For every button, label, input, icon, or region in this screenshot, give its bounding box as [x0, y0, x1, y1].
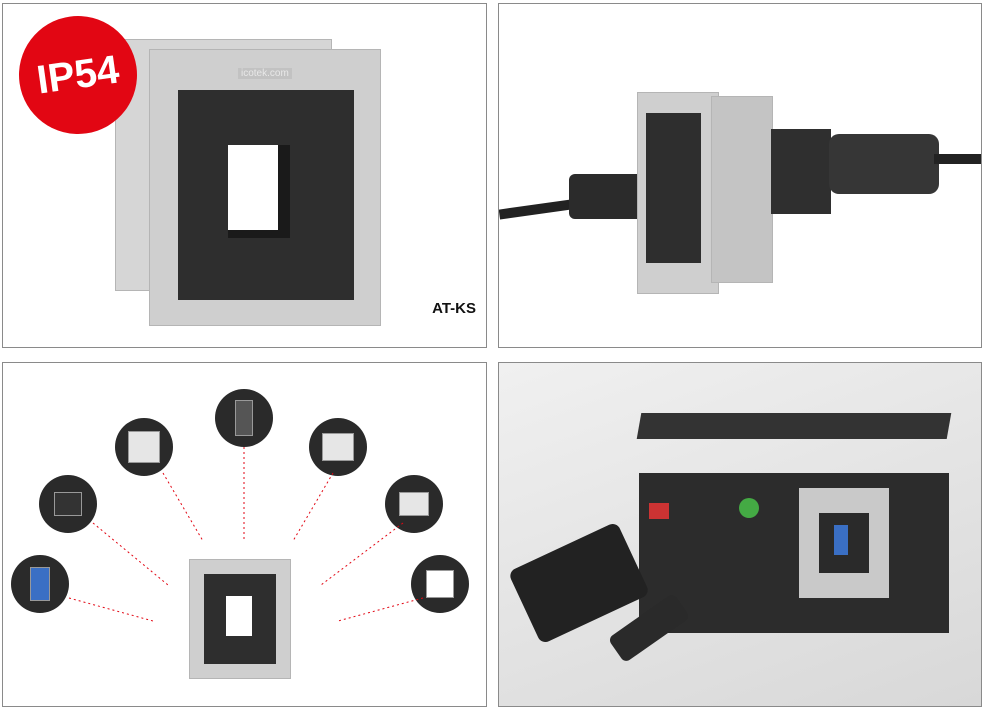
usb-cable-right [934, 154, 981, 164]
frame-front: icotek.com [149, 49, 381, 326]
top-clamp [636, 413, 952, 439]
usb-b-option-icon [411, 555, 469, 613]
green-cable [739, 498, 759, 518]
usb-double-option-icon [115, 418, 173, 476]
product-image-at-ks: IP54 icotek.com AT-KS [2, 3, 487, 348]
connector-options-image [2, 362, 487, 707]
usb3-option-icon [11, 555, 69, 613]
connector-lines [68, 447, 424, 622]
usb-socket-body [771, 129, 831, 214]
usb-cable-left [499, 198, 580, 220]
rj45-white-option-icon [309, 418, 367, 476]
model-label: AT-KS [432, 300, 476, 317]
insert-opening [228, 145, 290, 238]
rj45-option-icon [39, 475, 97, 533]
usb-passthrough-image [498, 3, 982, 348]
frame-body [639, 473, 949, 633]
installed-frame-image [498, 362, 982, 707]
insert [646, 113, 701, 263]
insert [204, 574, 276, 664]
hdmi-option-icon [215, 389, 273, 447]
usb-plug-right [829, 134, 939, 194]
black-insert [178, 90, 354, 300]
usb-module [799, 488, 889, 598]
frame-side [711, 96, 773, 283]
insert-opening [226, 596, 252, 636]
usb-a-option-icon [385, 475, 443, 533]
usb-socket [819, 513, 869, 573]
brand-logo: icotek.com [238, 68, 292, 79]
frame [637, 92, 719, 294]
red-cable [649, 503, 669, 519]
frame-center [189, 559, 291, 679]
